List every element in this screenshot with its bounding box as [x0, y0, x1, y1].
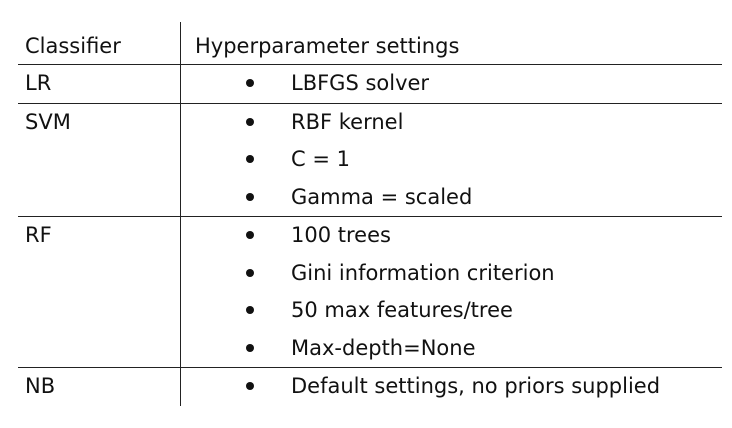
- table-row-svm: SVM RBF kernel C = 1 Gamma = scaled: [18, 103, 722, 217]
- header-settings: Hyperparameter settings: [195, 34, 460, 58]
- hyperparameter-table: Classifier Hyperparameter settings LR LB…: [18, 22, 722, 406]
- setting-item: Gamma = scaled: [181, 179, 722, 217]
- table-header-row: Classifier Hyperparameter settings: [18, 22, 722, 65]
- bullet-icon: [246, 306, 254, 314]
- settings-list: 100 trees Gini information criterion 50 …: [181, 217, 722, 367]
- bullet-icon: [246, 382, 254, 390]
- settings-list: LBFGS solver: [181, 65, 722, 103]
- bullet-icon: [246, 343, 254, 352]
- table-row-rf: RF 100 trees Gini information criterion …: [18, 217, 722, 368]
- bullet-icon: [246, 268, 254, 277]
- settings-list: Default settings, no priors supplied: [181, 368, 722, 406]
- bullet-icon: [246, 79, 254, 87]
- setting-text: C = 1: [291, 147, 350, 171]
- setting-text: 100 trees: [291, 223, 391, 247]
- setting-text: RBF kernel: [291, 109, 404, 134]
- setting-text: 50 max features/tree: [291, 298, 513, 322]
- setting-text: Gini information criterion: [291, 260, 555, 285]
- settings-list: RBF kernel C = 1 Gamma = scaled: [181, 104, 722, 217]
- setting-text: Max-depth=None: [291, 335, 476, 360]
- bullet-icon: [246, 117, 254, 126]
- setting-item: Max-depth=None: [181, 330, 722, 368]
- table-row-nb: NB Default settings, no priors supplied: [18, 368, 722, 406]
- setting-item: 100 trees: [181, 217, 722, 255]
- settings-cell: Default settings, no priors supplied: [181, 368, 722, 406]
- bullet-icon: [246, 155, 254, 163]
- classifier-name: LR: [18, 65, 181, 103]
- settings-cell: LBFGS solver: [181, 65, 722, 103]
- setting-item: Gini information criterion: [181, 255, 722, 293]
- table-row-lr: LR LBFGS solver: [18, 65, 722, 104]
- setting-item: C = 1: [181, 141, 722, 179]
- header-classifier: Classifier: [18, 22, 181, 64]
- classifier-name: SVM: [18, 103, 181, 216]
- setting-item: 50 max features/tree: [181, 292, 722, 330]
- bullet-icon: [246, 231, 254, 239]
- setting-text: Gamma = scaled: [291, 184, 473, 209]
- setting-item: Default settings, no priors supplied: [181, 368, 722, 406]
- bullet-icon: [246, 192, 254, 201]
- classifier-name: RF: [18, 217, 181, 367]
- setting-text: LBFGS solver: [291, 71, 430, 95]
- setting-item: LBFGS solver: [181, 65, 722, 103]
- setting-item: RBF kernel: [181, 104, 722, 142]
- settings-cell: RBF kernel C = 1 Gamma = scaled: [181, 104, 722, 217]
- settings-cell: 100 trees Gini information criterion 50 …: [181, 217, 722, 367]
- setting-text: Default settings, no priors supplied: [291, 374, 661, 398]
- classifier-name: NB: [18, 368, 181, 406]
